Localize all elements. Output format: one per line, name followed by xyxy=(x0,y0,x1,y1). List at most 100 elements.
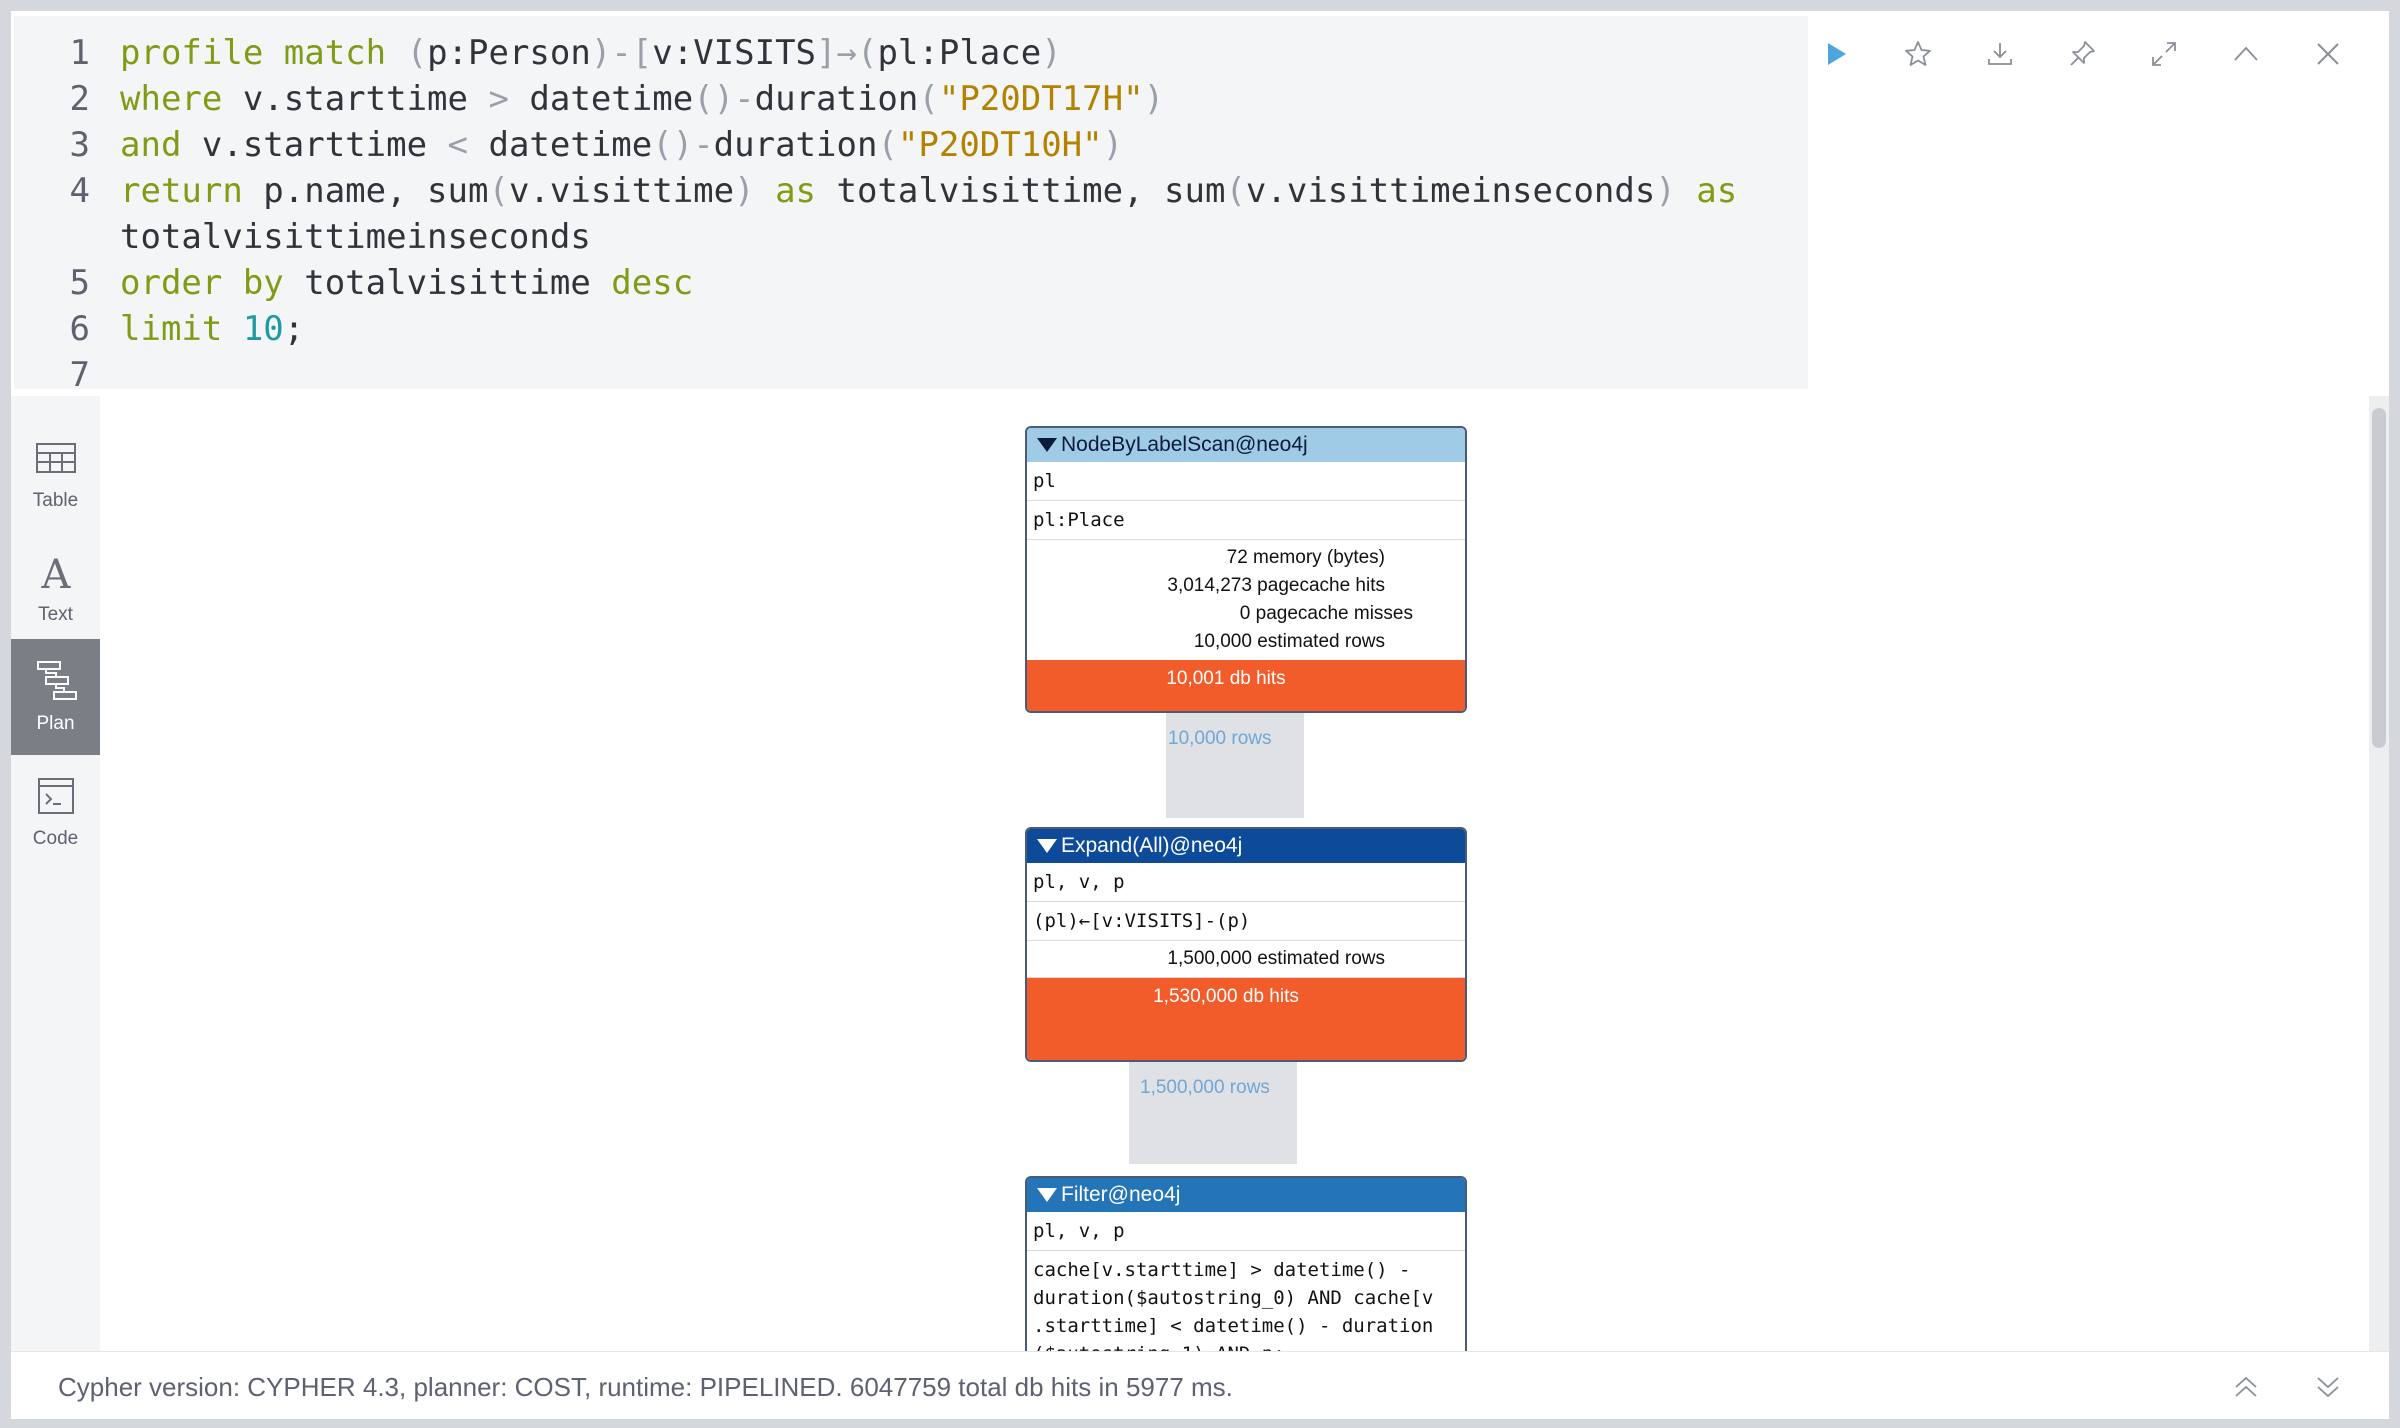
code-token: ( xyxy=(877,125,898,165)
pin-button[interactable] xyxy=(2041,19,2123,89)
plan-operator-filter[interactable]: Filter@neo4j pl, v, p cache[v.starttime]… xyxy=(1025,1176,1467,1351)
download-icon xyxy=(1988,43,2012,65)
code-token: datetime xyxy=(529,79,694,119)
code-token: duration xyxy=(754,79,919,119)
code-token: p.name, sum xyxy=(263,171,489,211)
expand-icon xyxy=(2152,42,2176,66)
code-token: v.starttime xyxy=(242,79,489,119)
code-text: order by totalvisittime desc xyxy=(120,260,693,306)
code-token: profile match xyxy=(120,33,407,73)
favorite-button[interactable] xyxy=(1877,19,1959,89)
code-token: ( xyxy=(918,79,939,119)
query-editor[interactable]: 1 profile match (p:Person)-[v:VISITS]→(pl… xyxy=(14,16,1808,395)
scroll-up-button[interactable] xyxy=(2205,1362,2287,1412)
sidebar-label: Plan xyxy=(36,713,75,734)
double-chevron-down-icon xyxy=(2317,1377,2339,1398)
code-token: ( xyxy=(1225,171,1246,211)
code-line[interactable]: totalvisittimeinseconds xyxy=(14,214,1808,260)
connector-label: 10,000 rows xyxy=(1168,728,1272,749)
operator-db-hits: 1,530,000 db hits xyxy=(1027,978,1465,1060)
code-text: limit 10; xyxy=(120,306,304,352)
line-number: 3 xyxy=(69,125,90,165)
code-token: desc xyxy=(611,263,694,303)
close-icon xyxy=(2317,43,2339,65)
pin-icon xyxy=(2070,41,2095,66)
sidebar-item-plan[interactable]: Plan xyxy=(11,639,100,755)
code-token: ( xyxy=(488,171,509,211)
result-frame: 1 profile match (p:Person)-[v:VISITS]→(pl… xyxy=(11,11,2389,1419)
table-icon xyxy=(35,443,76,473)
operator-stats: 1,500,000 estimated rows xyxy=(1027,941,1465,978)
code-token: ) xyxy=(1102,125,1124,165)
code-token: datetime xyxy=(488,125,653,165)
operator-title: NodeByLabelScan@neo4j xyxy=(1061,433,1308,456)
operator-header[interactable]: Filter@neo4j xyxy=(1027,1178,1465,1212)
operator-identifiers: pl xyxy=(1027,462,1465,501)
operator-identifiers: pl, v, p xyxy=(1027,1212,1465,1251)
operator-title: Filter@neo4j xyxy=(1061,1183,1181,1206)
code-token: limit xyxy=(120,309,243,349)
sidebar-item-table[interactable]: Table xyxy=(11,416,100,532)
status-bar: Cypher version: CYPHER 4.3, planner: COS… xyxy=(11,1351,2389,1419)
download-button[interactable] xyxy=(1959,19,2041,89)
scroll-down-button[interactable] xyxy=(2287,1362,2369,1412)
operator-header[interactable]: Expand(All)@neo4j xyxy=(1027,829,1465,863)
sidebar-label: Table xyxy=(32,490,79,511)
fullscreen-button[interactable] xyxy=(2123,19,2205,89)
code-token: return xyxy=(120,171,264,211)
code-token: ) xyxy=(734,171,776,211)
code-token: v.visittime xyxy=(508,171,735,211)
status-controls xyxy=(2205,1362,2369,1412)
collapse-button[interactable] xyxy=(2205,19,2287,89)
code-token: ( xyxy=(406,33,428,73)
stat-estimated-rows: 1,500,000 estimated rows xyxy=(1167,948,1385,969)
plan-scrollbar[interactable] xyxy=(2369,396,2389,1351)
code-token: totalvisittimeinseconds xyxy=(120,217,591,257)
close-button[interactable] xyxy=(2287,19,2369,89)
code-icon xyxy=(37,778,74,814)
stat-estimated-rows: 10,000 estimated rows xyxy=(1193,631,1385,652)
code-token: < xyxy=(447,125,489,165)
line-number: 1 xyxy=(69,33,90,73)
code-token: ; xyxy=(283,309,305,349)
double-chevron-up-icon xyxy=(2235,1376,2257,1397)
code-token: totalvisittime, sum xyxy=(836,171,1226,211)
code-text: totalvisittimeinseconds xyxy=(120,214,591,260)
star-icon xyxy=(1905,41,1931,66)
code-token: totalvisittime xyxy=(304,263,612,303)
code-line[interactable]: 1 profile match (p:Person)-[v:VISITS]→(pl… xyxy=(14,30,1808,76)
scrollbar-thumb[interactable] xyxy=(2372,408,2386,748)
view-sidebar: Table A Text Plan Code xyxy=(11,396,100,1351)
code-text: profile match (p:Person)-[v:VISITS]→(pl:… xyxy=(120,30,1062,76)
code-token: )-[ xyxy=(590,33,653,73)
svg-text:A: A xyxy=(40,552,71,594)
operator-header[interactable]: NodeByLabelScan@neo4j xyxy=(1027,428,1465,462)
code-line[interactable]: 6 limit 10; xyxy=(14,306,1808,352)
status-summary: Cypher version: CYPHER 4.3, planner: COS… xyxy=(58,1372,1233,1402)
code-line[interactable]: 7 xyxy=(14,352,1808,398)
code-text: where v.starttime > datetime()-duration(… xyxy=(120,76,1164,122)
connector-label: 1,500,000 rows xyxy=(1140,1077,1270,1098)
code-token: pl:Place xyxy=(877,33,1042,73)
operator-details: (pl)←[v:VISITS]-(p) xyxy=(1027,902,1465,941)
code-token: ]→( xyxy=(816,33,878,73)
code-token: ) xyxy=(1041,33,1062,73)
code-token: "P20DT10H" xyxy=(897,125,1103,165)
collapse-triangle-icon xyxy=(1037,1188,1057,1202)
stat-memory: 72 memory (bytes) xyxy=(1226,547,1385,568)
plan-operator-nodebylabelscan[interactable]: NodeByLabelScan@neo4j pl pl:Place 72 mem… xyxy=(1025,426,1467,713)
operator-title: Expand(All)@neo4j xyxy=(1061,834,1243,857)
plan-operator-expand[interactable]: Expand(All)@neo4j pl, v, p (pl)←[v:VISIT… xyxy=(1025,827,1467,1062)
code-token: ()- xyxy=(693,79,755,119)
line-number: 6 xyxy=(69,309,90,349)
query-plan[interactable]: 10,000 rows 1,500,000 rows NodeByLabelSc… xyxy=(100,396,2380,1351)
code-token: 10 xyxy=(242,309,284,349)
sidebar-item-text[interactable]: A Text xyxy=(11,530,100,646)
sidebar-item-code[interactable]: Code xyxy=(11,754,100,870)
code-text: and v.starttime < datetime()-duration("P… xyxy=(120,122,1123,168)
run-button[interactable] xyxy=(1795,19,1877,89)
